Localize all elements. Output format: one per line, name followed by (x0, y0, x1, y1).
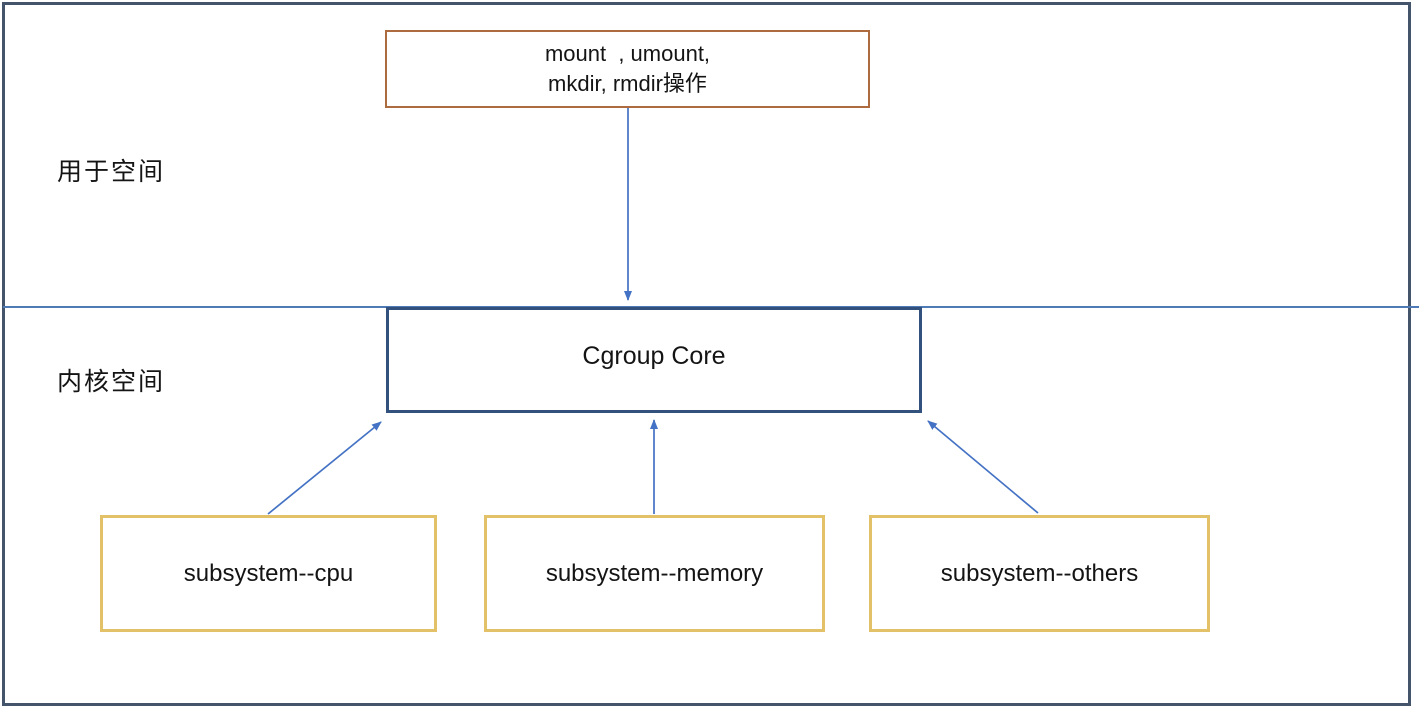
subsystem-others-box: subsystem--others (869, 515, 1210, 632)
user-space-label: 用于空间 (57, 158, 166, 186)
user-ops-box: mount , umount, mkdir, rmdir操作 (385, 30, 870, 108)
subsystem-memory-box: subsystem--memory (484, 515, 825, 632)
diagram-outer-border (2, 2, 1411, 706)
cgroup-core-box: Cgroup Core (386, 307, 922, 413)
kernel-space-label: 内核空间 (57, 368, 166, 396)
subsystem-cpu-box: subsystem--cpu (100, 515, 437, 632)
